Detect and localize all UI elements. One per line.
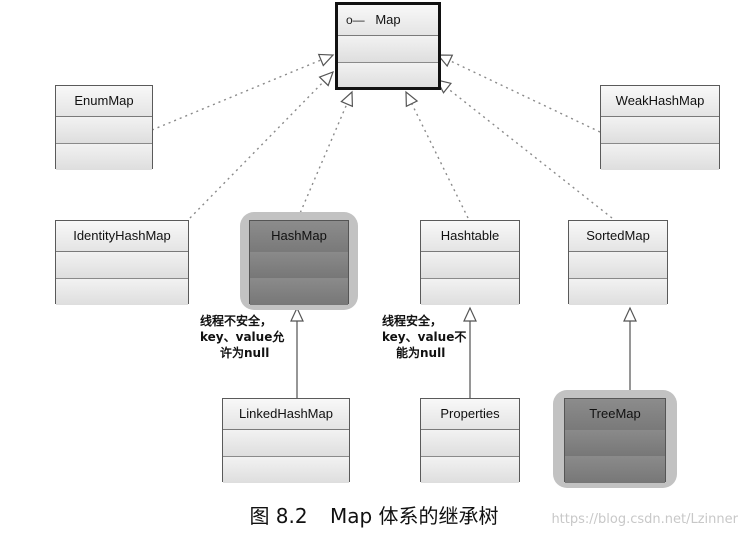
node-enummap: EnumMap [55, 85, 153, 170]
node-identityhashmap: IdentityHashMap [55, 220, 189, 305]
node-map-attributes [338, 36, 438, 63]
watermark: https://blog.csdn.net/Lzinner [551, 512, 738, 527]
note-hashmap-line-3: 许为null [220, 346, 270, 360]
edge-enummap-map [151, 53, 335, 131]
node-treemap-attributes [565, 430, 665, 457]
node-weakhashmap-methods [601, 144, 719, 170]
node-properties-methods [421, 457, 519, 483]
note-hashtable-line-3: 能为null [396, 346, 446, 360]
edge-weakhashmap-map [436, 54, 601, 133]
node-linkedhashmap: LinkedHashMap [222, 398, 350, 483]
node-hashtable-methods [421, 279, 519, 305]
note-hashtable-line-1: 线程安全， [382, 314, 443, 328]
node-enummap-attributes [56, 117, 152, 144]
note-hashmap: 线程不安全， key、value允 许为null [200, 313, 284, 361]
note-hashmap-line-2: key、value允 [200, 330, 285, 344]
node-weakhashmap: WeakHashMap [600, 85, 720, 170]
node-identityhashmap-label: IdentityHashMap [56, 221, 188, 252]
node-properties-attributes [421, 430, 519, 457]
node-map-methods [338, 63, 438, 87]
node-map-label: Map [375, 12, 401, 27]
edge-hashmap-map [297, 90, 354, 219]
node-treemap: TreeMap [564, 398, 666, 483]
node-sortedmap-label: SortedMap [569, 221, 667, 252]
node-sortedmap: SortedMap [568, 220, 668, 305]
figure-title: Map 体系的继承树 [329, 504, 499, 528]
node-enummap-methods [56, 144, 152, 170]
node-map: o— Map [335, 2, 441, 90]
node-treemap-methods [565, 457, 665, 483]
node-properties-label: Properties [421, 399, 519, 430]
note-hashmap-line-1: 线程不安全， [200, 314, 273, 328]
node-treemap-label: TreeMap [565, 399, 665, 430]
node-map-header: o— Map [338, 5, 438, 36]
node-weakhashmap-label: WeakHashMap [601, 86, 719, 117]
node-sortedmap-attributes [569, 252, 667, 279]
node-hashtable-label: Hashtable [421, 221, 519, 252]
node-hashmap-label: HashMap [250, 221, 348, 252]
node-sortedmap-methods [569, 279, 667, 305]
node-hashtable: Hashtable [420, 220, 520, 305]
node-enummap-label: EnumMap [56, 86, 152, 117]
node-identityhashmap-attributes [56, 252, 188, 279]
node-identityhashmap-methods [56, 279, 188, 305]
node-hashmap-attributes [250, 252, 348, 279]
edge-hashtable-map [405, 90, 469, 219]
node-hashmap: HashMap [249, 220, 349, 305]
node-linkedhashmap-attributes [223, 430, 349, 457]
interface-lollipop-icon: o— [346, 13, 365, 27]
node-linkedhashmap-label: LinkedHashMap [223, 399, 349, 430]
node-hashtable-attributes [421, 252, 519, 279]
node-properties: Properties [420, 398, 520, 483]
node-weakhashmap-attributes [601, 117, 719, 144]
figure-caption: 图 8.2 Map 体系的继承树 [0, 500, 748, 529]
edge-sortedmap-map [435, 79, 613, 219]
note-hashtable: 线程安全， key、value不 能为null [382, 313, 466, 361]
edge-identityhashmap-map [189, 70, 335, 219]
node-hashmap-methods [250, 279, 348, 305]
figure-number: 图 8.2 [249, 504, 308, 528]
node-linkedhashmap-methods [223, 457, 349, 483]
note-hashtable-line-2: key、value不 [382, 330, 467, 344]
